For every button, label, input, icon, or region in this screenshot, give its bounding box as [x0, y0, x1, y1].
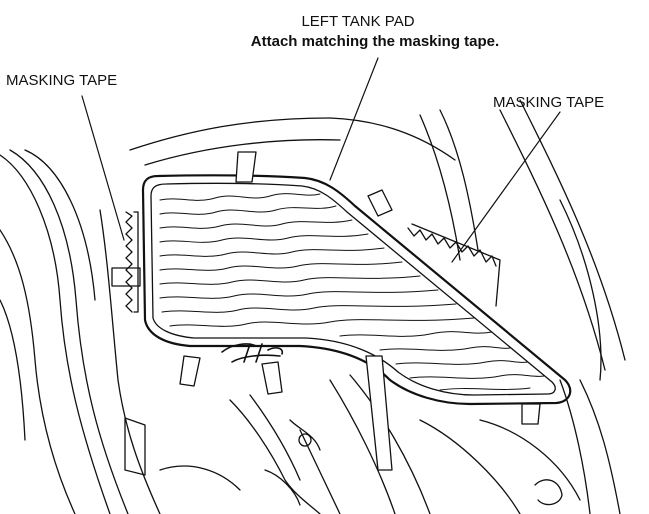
masking-tape-label-right: MASKING TAPE — [493, 94, 605, 111]
masking-tapes — [111, 151, 541, 471]
tank-pad — [141, 174, 572, 406]
tape-edge-right — [407, 223, 501, 307]
crf-logo — [221, 343, 284, 363]
leader-lines — [81, 57, 561, 263]
left-tank-pad-label: LEFT TANK PAD — [301, 13, 415, 30]
tape-edge-left — [125, 211, 139, 313]
instruction-label: Attach matching the masking tape. — [250, 33, 500, 50]
masking-tape-label-left: MASKING TAPE — [6, 72, 118, 89]
body-panels — [0, 99, 626, 514]
